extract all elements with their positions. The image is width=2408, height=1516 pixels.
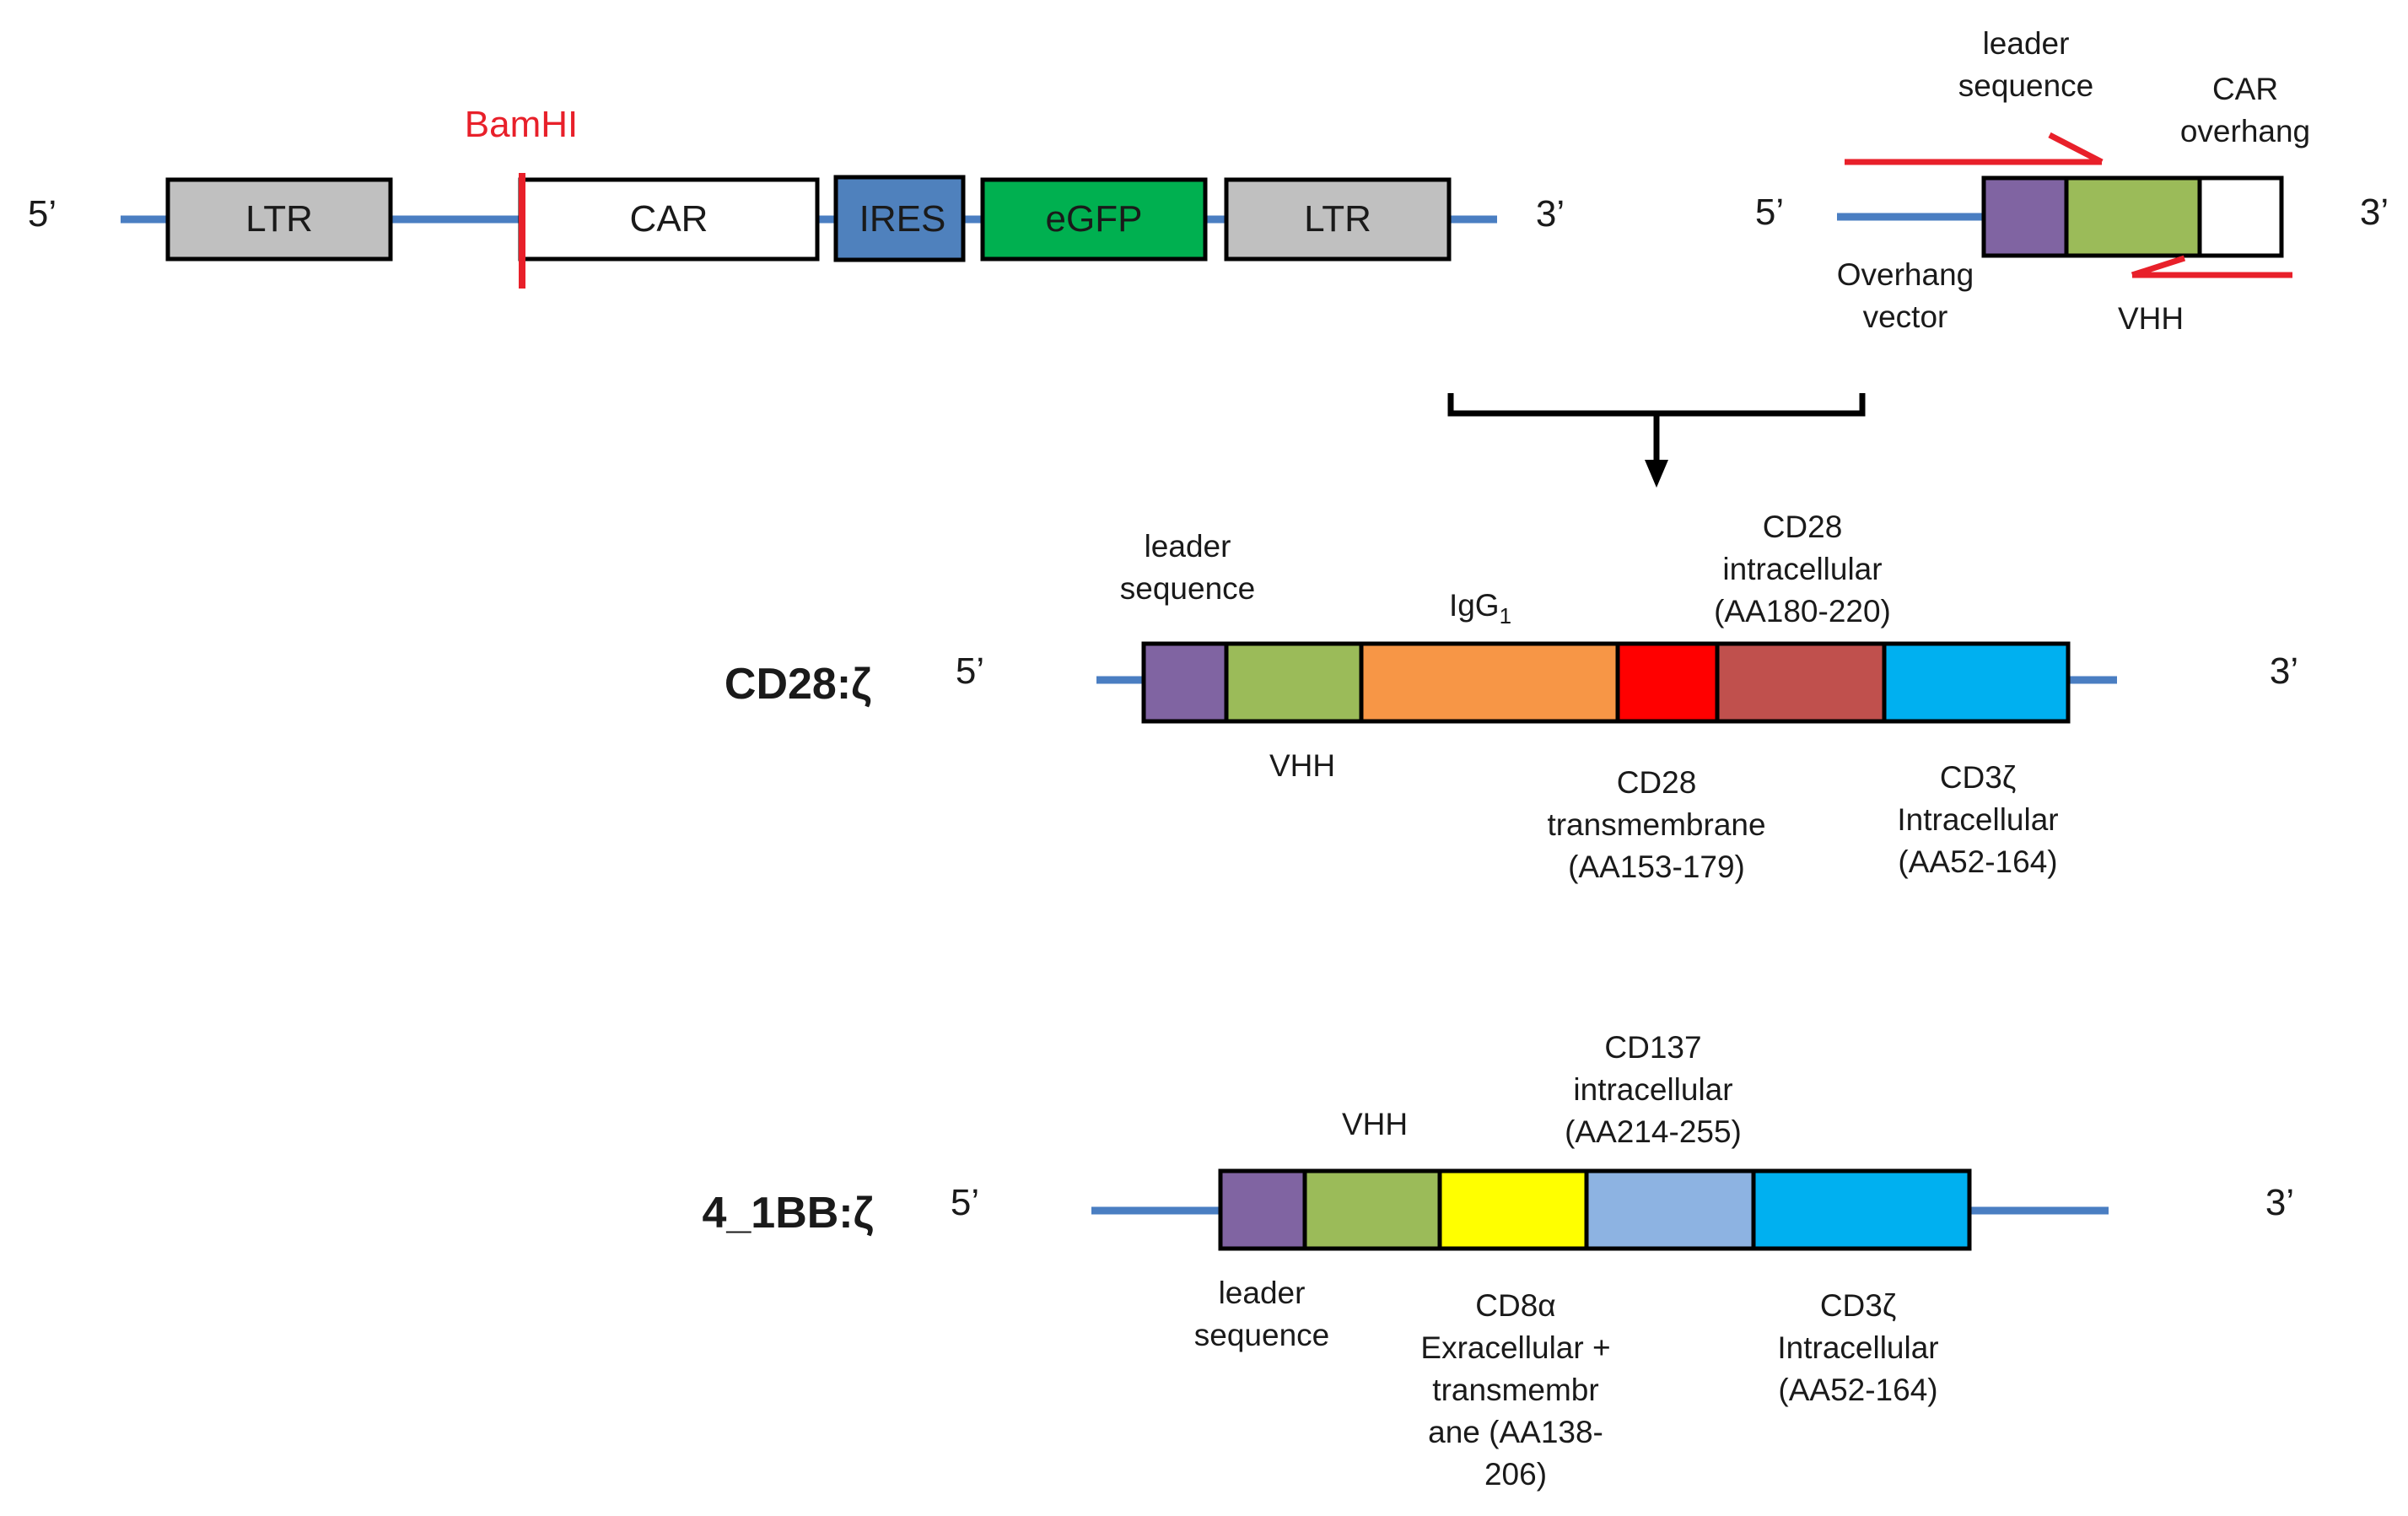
cd28z-cd28-ic-label-3: (AA180-220) <box>1714 594 1891 629</box>
ires-box <box>833 175 966 262</box>
ltr-right-label: LTR <box>1304 198 1371 240</box>
bb4z-cd8a-label-4: ane (AA138- <box>1428 1415 1603 1449</box>
bb4z-cd3z-label-3: (AA52-164) <box>1778 1373 1937 1407</box>
bb4z-cd8a-segment <box>1437 1168 1589 1251</box>
cd28z-5prime: 5’ <box>956 650 984 692</box>
4-1bb-zeta-construct: 4_1BB:ζ 5’ 3’ VHH CD137 intracellular (A… <box>702 1030 2294 1492</box>
cd28z-cd28-tm-label-3: (AA153-179) <box>1568 850 1745 884</box>
vector-5prime: 5’ <box>28 193 57 235</box>
bb4z-cd8a-label-3: transmembr <box>1432 1373 1598 1407</box>
car-overhang-label-2: overhang <box>2180 114 2310 148</box>
cd28z-vhh-segment <box>1224 641 1364 724</box>
bb4z-cd137-label-2: intracellular <box>1573 1072 1732 1107</box>
bb4z-cd8a-label-5: 206) <box>1484 1457 1547 1492</box>
cd28z-cd3z-label-2: Intracellular <box>1897 802 2058 837</box>
bb4z-cd8a-label-2: Exracellular + <box>1420 1330 1610 1365</box>
cd28z-cd28-tm-label: CD28 <box>1617 765 1697 800</box>
ires-label: IRES <box>859 198 946 240</box>
cd28z-leader-segment <box>1141 641 1229 724</box>
cd28z-cd28-tm-segment <box>1615 641 1720 724</box>
egfp-label: eGFP <box>1046 198 1143 240</box>
insert-vhh-label: VHH <box>2118 301 2184 336</box>
cd28z-leader-label-2: sequence <box>1120 571 1255 606</box>
cd28z-3prime: 3’ <box>2270 650 2298 692</box>
bb4z-vhh-segment <box>1302 1168 1442 1251</box>
retroviral-vector: 5’ 3’ LTR CAR IRES eGFP LTR BamHI <box>28 104 1565 289</box>
cd28z-cd3z-label: CD3ζ <box>1940 760 2016 795</box>
overhang-vector-label: Overhang <box>1837 257 1974 292</box>
vector-3prime: 3’ <box>1536 193 1565 235</box>
assembly-bracket <box>1447 393 1866 417</box>
cd28z-name: CD28:ζ <box>725 660 871 709</box>
insert-overhang-segment <box>2197 175 2284 258</box>
cd28z-cd3z-segment <box>1882 641 2071 724</box>
ltr-left-box <box>165 177 393 262</box>
cd28z-leader-label: leader <box>1145 529 1231 564</box>
insert-vhh-segment <box>2064 175 2202 258</box>
bb4z-cd3z-label-2: Intracellular <box>1777 1330 1938 1365</box>
bb4z-cd3z-segment <box>1751 1168 1972 1251</box>
car-label: CAR <box>630 198 708 240</box>
cd28z-cd28-ic-label-2: intracellular <box>1722 552 1882 586</box>
insert-leader-label-2: sequence <box>1958 68 2093 103</box>
bb4z-3prime: 3’ <box>2265 1182 2294 1223</box>
bb4z-cd137-label: CD137 <box>1604 1030 1701 1065</box>
bb4z-cd3z-label: CD3ζ <box>1820 1288 1896 1323</box>
ltr-left-label: LTR <box>245 198 313 240</box>
bamhi-label: BamHI <box>465 104 578 145</box>
bb4z-5prime: 5’ <box>951 1182 979 1223</box>
egfp-box <box>980 177 1208 262</box>
bb4z-name: 4_1BB:ζ <box>702 1189 873 1238</box>
vhh-insert: 5’ 3’ leader sequence CAR overhang Overh… <box>1755 26 2389 336</box>
assembly-arrow <box>1447 393 1866 488</box>
cd28z-cd28-ic-label: CD28 <box>1763 510 1843 544</box>
insert-3prime: 3’ <box>2360 192 2389 233</box>
cd28z-cd28-tm-label-2: transmembrane <box>1547 807 1765 842</box>
insert-leader-segment <box>1981 175 2069 258</box>
igg1-subscript: 1 <box>1500 603 1511 629</box>
bb4z-cd137-segment <box>1584 1168 1756 1251</box>
bb4z-cd137-label-3: (AA214-255) <box>1565 1114 1742 1149</box>
bb4z-vhh-label: VHH <box>1342 1107 1408 1141</box>
car-overhang-label: CAR <box>2212 72 2278 106</box>
ltr-right-box <box>1224 177 1452 262</box>
forward-primer-hook <box>2048 132 2104 165</box>
bb4z-cd8a-label: CD8α <box>1475 1288 1555 1323</box>
bb4z-leader-label-2: sequence <box>1194 1318 1329 1352</box>
bb4z-leader-label: leader <box>1219 1276 1306 1310</box>
igg1-text: IgG <box>1449 588 1500 623</box>
cd28-zeta-construct: CD28:ζ 5’ 3’ leader sequence IgG1 CD28 i… <box>725 510 2298 884</box>
arrow-head-icon <box>1645 460 1668 488</box>
bb4z-leader-segment <box>1218 1168 1307 1251</box>
cd28z-cd3z-label-3: (AA52-164) <box>1898 844 2057 879</box>
overhang-vector-label-2: vector <box>1863 299 1948 334</box>
insert-5prime: 5’ <box>1755 192 1784 233</box>
cd28z-vhh-label: VHH <box>1269 748 1335 783</box>
reverse-primer-hook <box>2131 255 2186 278</box>
cd28z-igg1-segment <box>1359 641 1620 724</box>
cd28z-igg1-label: IgG1 <box>1449 588 1511 629</box>
cd28z-cd28-ic-segment <box>1715 641 1887 724</box>
insert-leader-label: leader <box>1983 26 2070 61</box>
